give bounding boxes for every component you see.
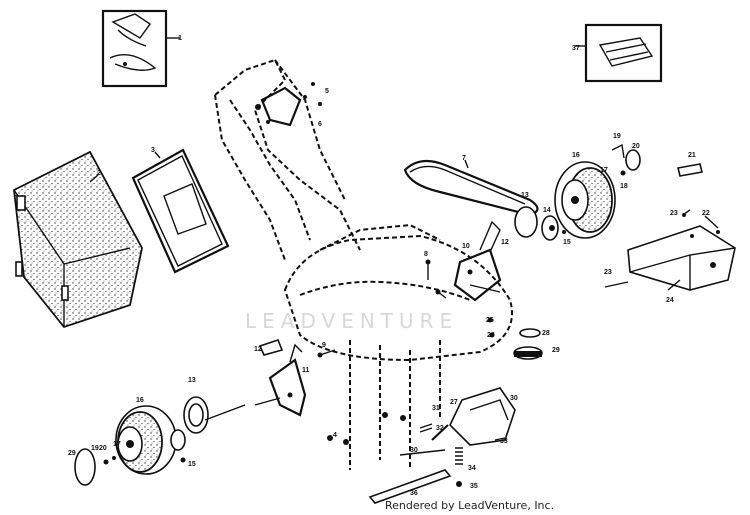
callout-3: 3 — [151, 147, 155, 154]
callout-12a: 12 — [501, 239, 509, 246]
callout-29b: 29 — [68, 450, 76, 457]
transmission — [431, 387, 516, 446]
callout-34: 34 — [468, 465, 476, 472]
callout-5: 5 — [325, 88, 329, 95]
callout-17b: 17 — [113, 441, 121, 448]
pulley-right — [513, 328, 543, 360]
callout-20a: 20 — [632, 143, 640, 150]
callout-10: 10 — [462, 243, 470, 250]
callout-8: 8 — [424, 251, 428, 258]
inset-air-filter — [575, 23, 663, 83]
callout-36: 36 — [410, 490, 418, 497]
drive-belt — [403, 159, 539, 217]
callout-2: 2 — [97, 170, 101, 177]
grass-bag — [13, 150, 143, 329]
callout-labels: 1 2 3 4 5 6 7 8 9 10 11 12 12 13 13 14 1… — [68, 35, 710, 497]
callout-29a: 29 — [552, 347, 560, 354]
bag-frame — [131, 148, 230, 274]
mower-deck — [283, 223, 513, 470]
callout-19a: 19 — [613, 133, 621, 140]
callout-16b: 16 — [136, 397, 144, 404]
callout-24: 24 — [666, 297, 674, 304]
callout-11: 11 — [302, 367, 310, 374]
callout-12b: 12 — [254, 346, 262, 353]
callout-13b: 13 — [188, 377, 196, 384]
leader-lines — [89, 151, 719, 291]
callout-23b: 23 — [604, 269, 612, 276]
callout-35: 35 — [470, 483, 478, 490]
gear-pulley-upper — [514, 206, 566, 241]
watermark-text: LEADVENTURE — [245, 309, 458, 333]
bolts — [317, 259, 495, 445]
callout-21: 21 — [688, 152, 696, 159]
inset-throttle-cable — [101, 9, 180, 88]
rear-deflector — [604, 213, 736, 291]
callout-4: 4 — [333, 432, 337, 439]
callout-22: 22 — [702, 210, 710, 217]
height-adjuster-lower — [254, 339, 307, 417]
callout-25: 25 — [486, 317, 494, 324]
callout-19b: 19 — [91, 445, 99, 452]
handle-assembly — [214, 58, 361, 261]
spring-pins — [419, 423, 463, 487]
callout-9: 9 — [322, 342, 326, 349]
plate-21 — [677, 163, 703, 177]
callout-1: 1 — [178, 35, 182, 42]
callout-16a: 16 — [572, 152, 580, 159]
callout-23a: 23 — [670, 210, 678, 217]
callout-18: 18 — [620, 183, 628, 190]
callout-20b: 20 — [99, 445, 107, 452]
callout-30a: 30 — [510, 395, 518, 402]
front-wheel-left — [74, 405, 186, 486]
callout-37: 37 — [572, 45, 580, 52]
callout-32: 32 — [436, 425, 444, 432]
callout-28: 28 — [542, 330, 550, 337]
credit-text: Rendered by LeadVenture, Inc. — [385, 499, 554, 512]
rear-wheel-right — [554, 143, 641, 239]
callout-33: 33 — [500, 438, 508, 445]
handle-control — [255, 82, 322, 127]
callout-17a: 17 — [600, 167, 608, 174]
callout-6: 6 — [318, 121, 322, 128]
callout-15a: 15 — [563, 239, 571, 246]
callout-26: 26 — [487, 332, 495, 339]
gear-pulley-lower — [183, 396, 246, 434]
callout-30b: 30 — [410, 447, 418, 454]
callout-13a: 13 — [521, 192, 529, 199]
callout-7: 7 — [462, 155, 466, 162]
callout-31: 31 — [432, 405, 440, 412]
callout-14: 14 — [543, 207, 551, 214]
callout-15b: 15 — [188, 461, 196, 468]
height-adjuster-upper — [453, 220, 502, 302]
axle-rod — [368, 449, 452, 504]
callout-27: 27 — [450, 399, 458, 406]
